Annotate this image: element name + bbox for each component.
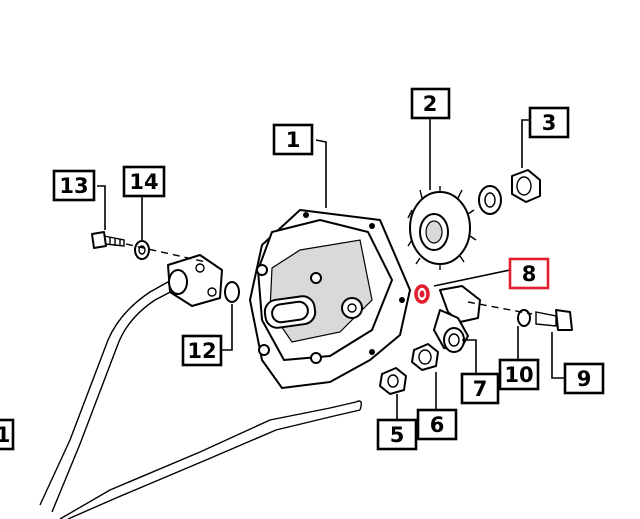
svg-text:3: 3 bbox=[542, 111, 557, 135]
svg-text:12: 12 bbox=[187, 339, 216, 363]
svg-text:1: 1 bbox=[286, 128, 301, 152]
suction-pipe bbox=[39, 277, 179, 513]
lower-tube bbox=[59, 400, 363, 519]
pipe-flange bbox=[167, 254, 223, 307]
callout-8: 8 bbox=[508, 257, 550, 290]
callout-3: 3 bbox=[528, 106, 570, 139]
elbow-fitting bbox=[433, 285, 481, 353]
gear-washer bbox=[478, 185, 502, 215]
callout-12: 12 bbox=[181, 334, 223, 367]
svg-text:2: 2 bbox=[423, 92, 438, 116]
o-ring-8-highlighted bbox=[414, 284, 430, 304]
drive-gear bbox=[407, 186, 477, 270]
washer-10 bbox=[517, 309, 531, 327]
svg-text:5: 5 bbox=[390, 423, 405, 447]
callout-5: 5 bbox=[376, 418, 418, 451]
callout-7: 7 bbox=[460, 372, 500, 405]
gear-nut bbox=[511, 169, 541, 203]
svg-text:9: 9 bbox=[577, 367, 592, 391]
svg-text:6: 6 bbox=[430, 413, 445, 437]
svg-text:13: 13 bbox=[59, 174, 88, 198]
o-ring-12 bbox=[224, 281, 240, 303]
callout-2: 2 bbox=[410, 87, 451, 120]
callout-6: 6 bbox=[416, 408, 458, 441]
callout-14: 14 bbox=[122, 165, 166, 198]
callout-edge-partial: 1 bbox=[0, 418, 15, 451]
svg-text:8: 8 bbox=[522, 262, 537, 286]
washer-14 bbox=[134, 240, 150, 260]
bolt-13 bbox=[91, 231, 125, 249]
callout-10: 10 bbox=[498, 358, 540, 391]
banjo-bolt-9 bbox=[535, 309, 573, 331]
svg-text:7: 7 bbox=[473, 377, 488, 401]
callout-1: 1 bbox=[272, 123, 314, 156]
svg-text:10: 10 bbox=[504, 363, 533, 387]
pump-housing bbox=[249, 209, 411, 389]
fitting-6 bbox=[411, 343, 439, 371]
callout-9: 9 bbox=[563, 362, 605, 395]
svg-text:1: 1 bbox=[0, 423, 10, 447]
svg-text:14: 14 bbox=[129, 170, 158, 194]
callout-13: 13 bbox=[52, 169, 96, 202]
leader-lines bbox=[97, 118, 565, 420]
plug-5 bbox=[379, 367, 407, 395]
